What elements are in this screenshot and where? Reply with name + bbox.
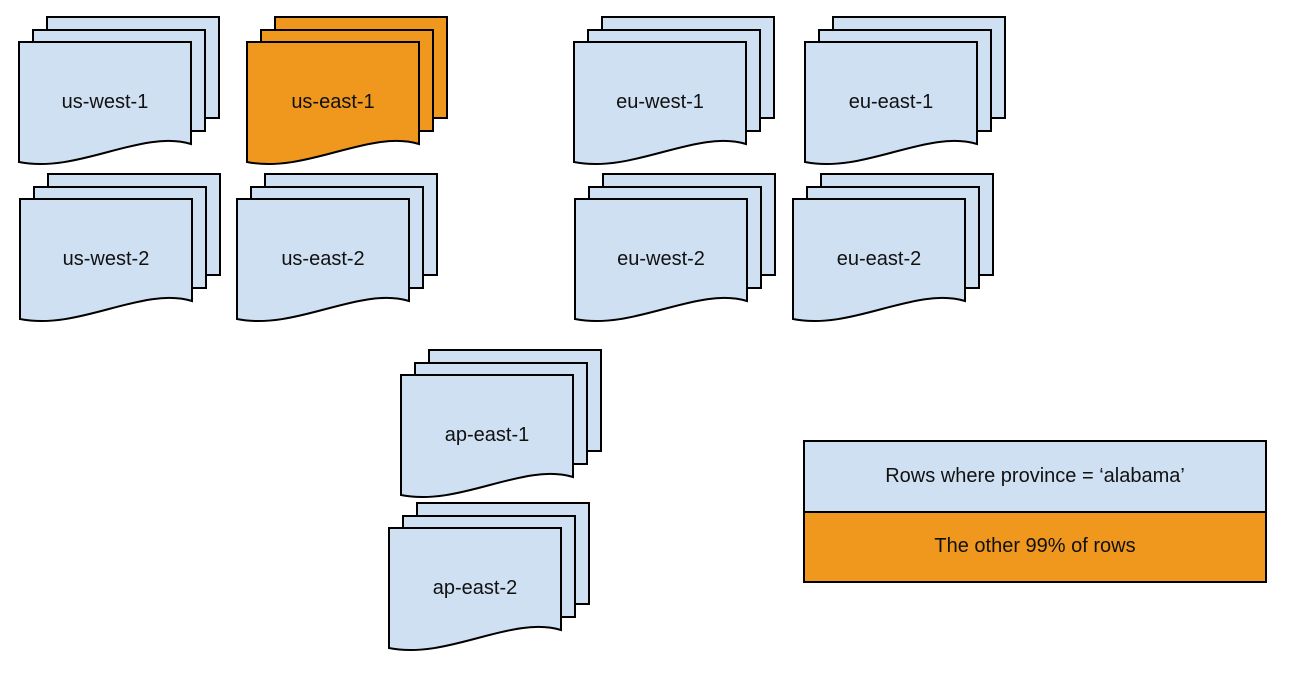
region-label: ap-east-1 [444,424,530,446]
region-label: us-west-1 [61,91,149,113]
multi-document-icon [19,173,221,322]
document-front-sheet [19,198,193,322]
region-label: eu-east-1 [848,91,934,113]
region-label: us-east-2 [281,248,365,270]
legend: Rows where province = ‘alabama’ The othe… [803,440,1267,583]
document-stack-eu-west-1: eu-west-1 [573,16,776,174]
document-front-sheet [573,41,747,165]
document-front-sheet [246,41,420,165]
document-front-sheet [804,41,978,165]
document-stack-eu-east-1: eu-east-1 [804,16,1007,174]
document-stack-eu-west-2: eu-west-2 [574,173,777,331]
multi-document-icon [388,502,590,651]
document-front-sheet [574,198,748,322]
region-label: eu-east-2 [836,248,922,270]
document-stack-us-west-2: us-west-2 [19,173,222,331]
multi-document-icon [573,16,775,165]
legend-item-alabama-rows: Rows where province = ‘alabama’ [805,442,1265,513]
multi-document-icon [804,16,1006,165]
multi-document-icon [18,16,220,165]
document-stack-us-east-2: us-east-2 [236,173,439,331]
legend-item-label: Rows where province = ‘alabama’ [885,464,1185,487]
document-front-sheet [236,198,410,322]
region-label: ap-east-2 [432,577,518,599]
document-stack-ap-east-1: ap-east-1 [400,349,603,507]
document-front-sheet [388,527,562,651]
document-front-sheet [400,374,574,498]
legend-item-label: The other 99% of rows [934,535,1136,558]
legend-item-other-rows: The other 99% of rows [805,512,1265,581]
multi-document-icon [246,16,448,165]
multi-document-icon [574,173,776,322]
region-label: eu-west-1 [616,91,704,113]
document-stack-us-east-1: us-east-1 [246,16,449,174]
document-stack-ap-east-2: ap-east-2 [388,502,591,660]
region-label: us-east-1 [291,91,375,113]
document-stack-eu-east-2: eu-east-2 [792,173,995,331]
document-front-sheet [18,41,192,165]
region-label: eu-west-2 [617,248,705,270]
multi-document-icon [792,173,994,322]
document-front-sheet [792,198,966,322]
multi-document-icon [236,173,438,322]
region-label: us-west-2 [62,248,150,270]
multi-document-icon [400,349,602,498]
document-stack-us-west-1: us-west-1 [18,16,221,174]
